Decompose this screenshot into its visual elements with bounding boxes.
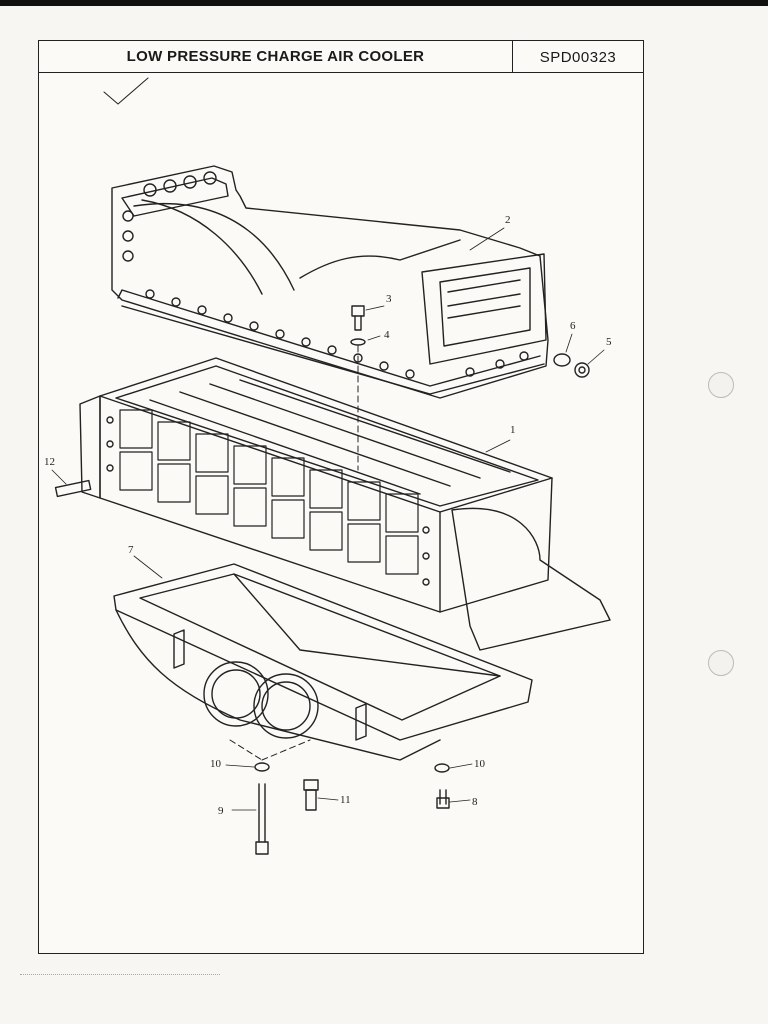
- leader-6: [565, 333, 573, 353]
- callout-8: 8: [472, 796, 478, 808]
- callout-5: 5: [606, 336, 612, 348]
- callout-7: 7: [128, 544, 134, 556]
- part-1-cooler-core: [79, 357, 611, 651]
- callout-3: 3: [386, 293, 392, 305]
- binder-punch-hole-top: [708, 372, 734, 398]
- leader-7: [133, 555, 163, 579]
- callout-12: 12: [44, 456, 55, 468]
- part-2-upper-hood: [111, 165, 549, 399]
- leader-3: [365, 305, 385, 311]
- leader-10b: [449, 763, 473, 769]
- binder-punch-hole-bottom: [708, 650, 734, 676]
- part-6-seal-ring: [553, 353, 571, 367]
- leader-11: [317, 797, 339, 801]
- part-5-plug: [574, 362, 590, 378]
- leader-10a: [225, 764, 255, 768]
- leader-2: [469, 227, 505, 251]
- leader-4: [367, 335, 381, 341]
- part-10-washer-left: [254, 762, 270, 772]
- scan-noise-line: [20, 974, 220, 977]
- callout-1: 1: [510, 424, 516, 436]
- check-mark: [103, 77, 149, 105]
- callout-10-left: 10: [210, 758, 221, 770]
- part-9-long-bolt: [255, 783, 269, 855]
- part-7-lower-box: [113, 563, 533, 761]
- callout-10-right: 10: [474, 758, 485, 770]
- title-block: LOW PRESSURE CHARGE AIR COOLER SPD00323: [39, 41, 643, 73]
- leader-1: [485, 439, 511, 453]
- leader-8: [449, 799, 471, 803]
- drawing-number: SPD00323: [539, 49, 617, 66]
- leader-5: [587, 349, 605, 365]
- part-12-stud: [54, 479, 92, 498]
- callout-6: 6: [570, 320, 576, 332]
- leader-12: [51, 469, 67, 485]
- callout-2: 2: [505, 214, 511, 226]
- callout-9: 9: [218, 805, 224, 817]
- part-11-drain-plug: [303, 779, 319, 811]
- callout-11: 11: [340, 794, 351, 806]
- part-3-bolt: [351, 305, 365, 331]
- part-10-washer-right: [434, 763, 450, 773]
- part-8-bolt: [436, 789, 450, 809]
- top-scan-edge: [0, 0, 768, 6]
- part-4-washer: [350, 338, 366, 346]
- drawing-frame: LOW PRESSURE CHARGE AIR COOLER SPD00323: [38, 40, 644, 954]
- drawing-title: LOW PRESSURE CHARGE AIR COOLER: [39, 41, 513, 73]
- callout-4: 4: [384, 329, 390, 341]
